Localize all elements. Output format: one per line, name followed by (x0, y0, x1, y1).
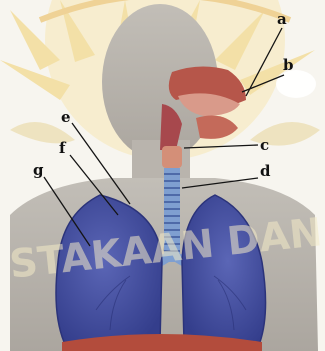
label-e: e (61, 108, 71, 126)
label-b: b (283, 56, 294, 74)
larynx (162, 146, 182, 168)
label-d: d (260, 162, 271, 180)
glare-spot (276, 70, 316, 98)
label-g: g (33, 161, 44, 179)
label-c: c (260, 136, 269, 154)
label-a: a (277, 10, 287, 28)
